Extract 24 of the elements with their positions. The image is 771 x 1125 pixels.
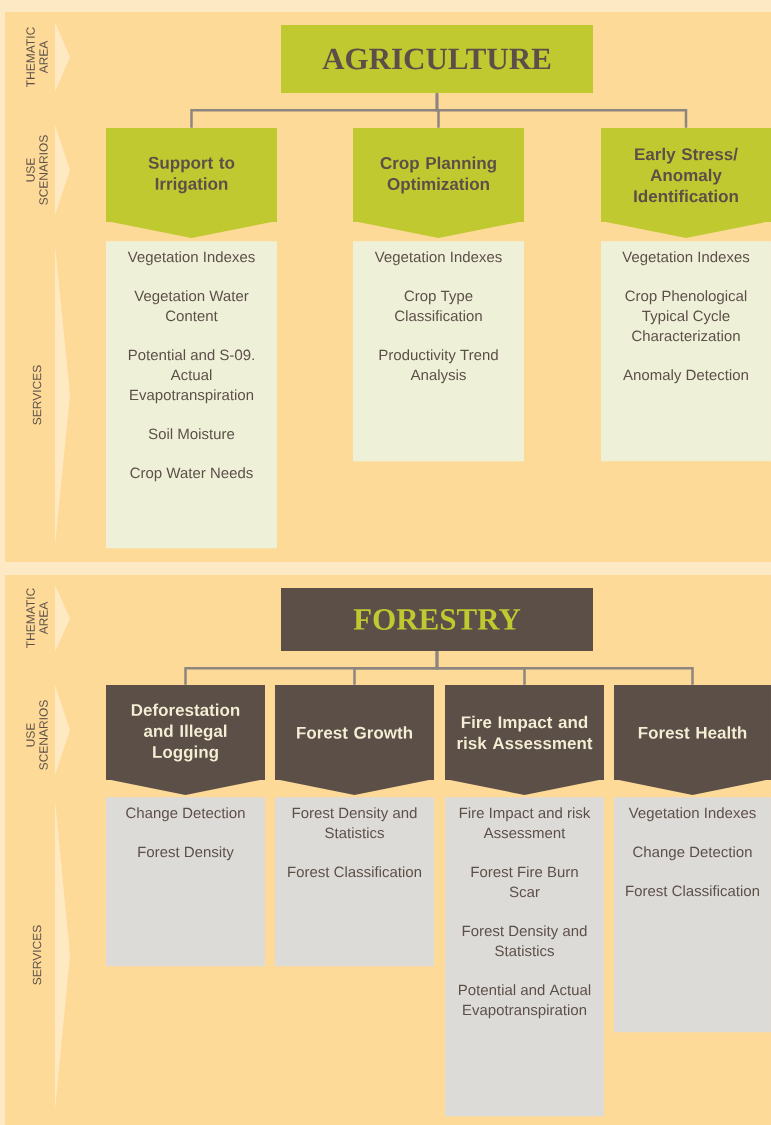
connector-line xyxy=(435,651,694,685)
services-box: Change Detection Forest Density xyxy=(106,797,265,967)
scenario-banner: Support to Irrigation xyxy=(106,128,277,238)
scenario-banner: Forest Health xyxy=(614,685,771,795)
connector-line xyxy=(435,93,688,128)
scenario-banner: Early Stress/ Anomaly Identification xyxy=(601,128,771,238)
services-box: Vegetation Indexes Change Detection Forest Classification xyxy=(614,797,771,1033)
row-label: USE SCENARIOS xyxy=(26,125,70,215)
row-label: SERVICES xyxy=(32,245,70,545)
services-box: Forest Density and Statistics Forest Classification xyxy=(275,797,434,967)
scenario-banner: Forest Growth xyxy=(275,685,434,795)
services-box: Vegetation Indexes Crop Type Classification Productivity Trend Analysis xyxy=(353,241,524,462)
row-label: USE SCENARIOS xyxy=(26,685,70,775)
services-box: Fire Impact and risk Assessment Forest Fire Burn Scar Forest Density and Statistics Potential and Actual Evapotranspiration xyxy=(445,797,604,1117)
scenario-banner: Crop Planning Optimization xyxy=(353,128,524,238)
scenario-banner: Fire Impact and risk Assessment xyxy=(445,685,604,795)
row-label: SERVICES xyxy=(32,800,70,1110)
title-box: FORESTRY xyxy=(281,588,593,651)
scenario-banner: Deforestation and Illegal Logging xyxy=(106,685,265,795)
services-box: Vegetation Indexes Crop Phenological Typical Cycle Characterization Anomaly Detection xyxy=(601,241,771,462)
title-box: AGRICULTURE xyxy=(281,25,593,93)
row-label: THEMATIC AREA xyxy=(26,585,70,652)
row-label: THEMATIC AREA xyxy=(26,22,70,92)
services-box: Vegetation Indexes Vegetation Water Content Potential and S-09. Actual Evapotranspiration Soil Moisture Crop Water Needs xyxy=(106,241,277,549)
